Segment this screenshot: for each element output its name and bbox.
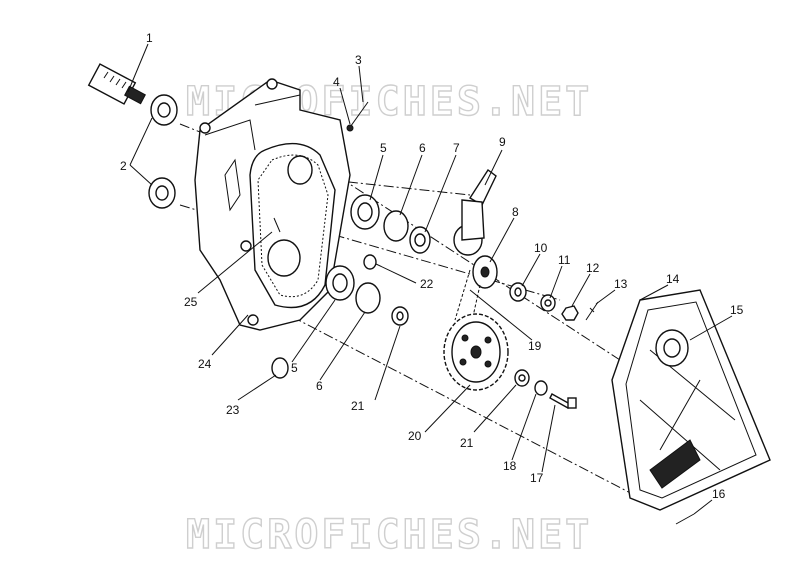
callout-22: 22 [420, 277, 434, 291]
part-7-spacer [409, 226, 431, 254]
part-16-screw [675, 513, 695, 525]
callout-4: 4 [333, 75, 340, 89]
part-23-plug [271, 357, 289, 379]
callout-25: 25 [184, 295, 198, 309]
callout-20: 20 [408, 429, 422, 443]
callout-14: 14 [666, 272, 680, 286]
part-19-chain [454, 269, 481, 331]
callout-7: 7 [453, 141, 460, 155]
callout-6-lower: 6 [316, 379, 323, 393]
callout-1: 1 [146, 31, 153, 45]
part-12-nut [561, 305, 579, 321]
callout-21-left: 21 [351, 399, 365, 413]
leader-lines [127, 43, 733, 515]
part-24-chaincase [194, 78, 351, 331]
part-21-washer-left [391, 306, 409, 326]
callout-12: 12 [586, 261, 600, 275]
callout-17: 17 [530, 471, 544, 485]
part-6-oring-top [383, 210, 409, 242]
callout-18: 18 [503, 459, 517, 473]
callout-labels: 1 2 3 4 5 6 7 8 9 10 11 12 13 14 15 16 1… [120, 31, 744, 501]
part-22-plug [363, 254, 377, 270]
callout-23: 23 [226, 403, 240, 417]
callout-2: 2 [120, 159, 127, 173]
part-6-oring-bottom [355, 282, 381, 314]
callout-24: 24 [198, 357, 212, 371]
callout-15: 15 [730, 303, 744, 317]
part-13-cotter-pin [585, 301, 599, 321]
part-8-small-sprocket [472, 255, 498, 289]
callout-11: 11 [558, 253, 571, 267]
part-21-washer-right [514, 369, 530, 387]
callout-13: 13 [614, 277, 628, 291]
callout-5-lower: 5 [291, 361, 298, 375]
callout-19: 19 [528, 339, 542, 353]
part-3-bolt [346, 101, 369, 132]
part-25-bolt [273, 217, 281, 233]
part-11-washer [540, 294, 556, 312]
part-1-shaft [87, 63, 146, 105]
part-20-large-sprocket [443, 313, 509, 391]
part-9-tensioner [453, 168, 497, 256]
part-10-washer [509, 282, 527, 302]
callout-21-right: 21 [460, 436, 474, 450]
part-5-bearing-top [350, 194, 380, 230]
callout-5: 5 [380, 141, 387, 155]
callout-16: 16 [712, 487, 726, 501]
callout-6: 6 [419, 141, 426, 155]
callout-10: 10 [534, 241, 548, 255]
part-18-lockwasher [534, 380, 548, 396]
part-2-seals [148, 94, 178, 209]
callout-9: 9 [499, 135, 506, 149]
part-17-bolt [549, 393, 577, 409]
watermark-bottom: MICROFICHES.NET [186, 512, 592, 558]
part-14-cover [611, 289, 771, 511]
callout-3: 3 [355, 53, 362, 67]
part-5-bearing-bottom [325, 265, 355, 301]
callout-8: 8 [512, 205, 519, 219]
